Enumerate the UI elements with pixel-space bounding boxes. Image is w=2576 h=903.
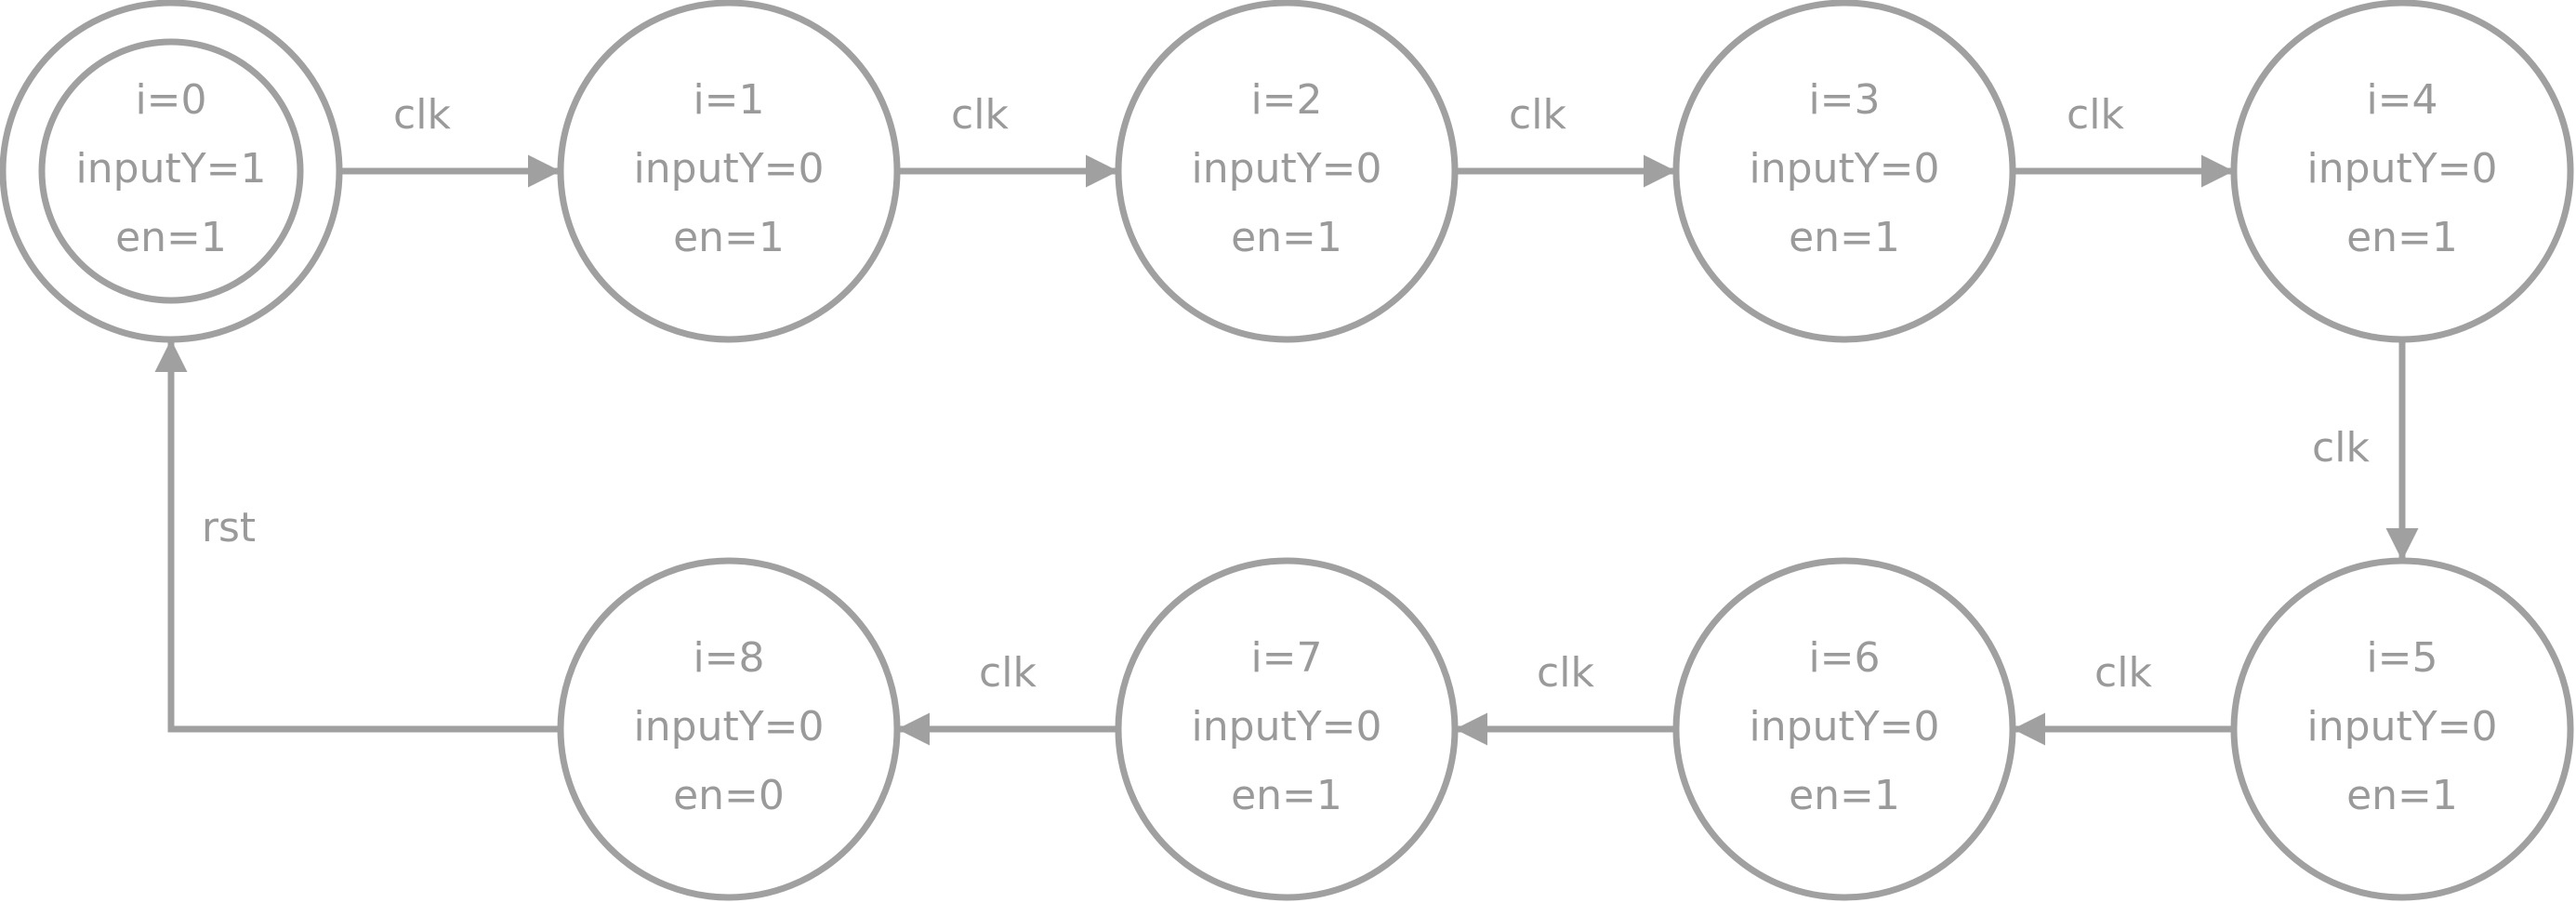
transition-label: clk <box>1537 649 1594 697</box>
transition-label: clk <box>979 649 1037 697</box>
state-text-line: en=1 <box>1789 772 1900 819</box>
transition-label: clk <box>2312 424 2370 471</box>
state-text-line: en=1 <box>1231 772 1342 819</box>
state-text-line: inputY=0 <box>634 703 825 750</box>
state-text-line: inputY=1 <box>76 145 267 193</box>
transition-s3-s4: clk <box>2013 91 2234 188</box>
transition-s1-s2: clk <box>897 91 1118 188</box>
transitions-layer: clk clk clk clk clk clk clk clk rst <box>154 91 2419 746</box>
state-node-s7: i=7 inputY=0 en=1 <box>1115 557 1459 901</box>
state-text-line: i=2 <box>1250 76 1322 124</box>
transition-arrow <box>154 339 561 733</box>
state-circle <box>1672 557 2016 901</box>
state-text-line: i=1 <box>693 76 764 124</box>
transition-s8-s0: rst <box>154 339 561 733</box>
state-circle <box>2230 557 2574 901</box>
state-node-s2: i=2 inputY=0 en=1 <box>1115 0 1459 343</box>
state-node-s6: i=6 inputY=0 en=1 <box>1672 557 2016 901</box>
state-text-line: i=5 <box>2366 634 2437 682</box>
state-text-line: inputY=0 <box>1192 703 1382 750</box>
state-circle <box>2230 0 2574 343</box>
state-text-line: i=0 <box>135 76 206 124</box>
state-node-s8: i=8 inputY=0 en=0 <box>557 557 901 901</box>
state-text-line: en=0 <box>673 772 785 819</box>
transition-label: clk <box>2067 91 2124 139</box>
transition-label: clk <box>393 91 451 139</box>
state-text-line: i=8 <box>693 634 764 682</box>
transition-s7-s8: clk <box>897 649 1118 746</box>
transition-label: clk <box>951 91 1009 139</box>
state-text-line: en=1 <box>1231 214 1342 261</box>
transition-s5-s6: clk <box>2013 649 2234 746</box>
transition-label: rst <box>202 504 256 551</box>
transition-s4-s5: clk <box>2312 339 2419 561</box>
state-circle <box>557 557 901 901</box>
state-text-line: en=1 <box>1789 214 1900 261</box>
state-text-line: inputY=0 <box>2307 703 2498 750</box>
state-text-line: inputY=0 <box>1750 703 1940 750</box>
state-node-s1: i=1 inputY=0 en=1 <box>557 0 901 343</box>
state-circle <box>557 0 901 343</box>
state-circle <box>1115 0 1459 343</box>
state-text-line: inputY=0 <box>634 145 825 193</box>
state-text-line: i=6 <box>1808 634 1880 682</box>
state-text-line: en=1 <box>115 214 227 261</box>
state-text-line: inputY=0 <box>1750 145 1940 193</box>
state-text-line: i=3 <box>1808 76 1880 124</box>
state-text-line: en=1 <box>2346 214 2458 261</box>
state-text-line: en=1 <box>673 214 785 261</box>
state-node-s4: i=4 inputY=0 en=1 <box>2230 0 2574 343</box>
initial-state-inner-circle <box>38 38 304 304</box>
state-text-line: inputY=0 <box>1192 145 1382 193</box>
transition-s6-s7: clk <box>1455 649 1676 746</box>
state-text-line: i=4 <box>2366 76 2437 124</box>
transition-label: clk <box>1509 91 1566 139</box>
state-text-line: en=1 <box>2346 772 2458 819</box>
state-node-s3: i=3 inputY=0 en=1 <box>1672 0 2016 343</box>
transition-label: clk <box>2094 649 2152 697</box>
state-circle <box>1115 557 1459 901</box>
state-text-line: inputY=0 <box>2307 145 2498 193</box>
state-node-s5: i=5 inputY=0 en=1 <box>2230 557 2574 901</box>
transition-s0-s1: clk <box>339 91 561 188</box>
state-node-s0: i=0 inputY=1 en=1 <box>0 0 343 343</box>
transition-s2-s3: clk <box>1455 91 1676 188</box>
state-text-line: i=7 <box>1250 634 1322 682</box>
state-circle <box>1672 0 2016 343</box>
